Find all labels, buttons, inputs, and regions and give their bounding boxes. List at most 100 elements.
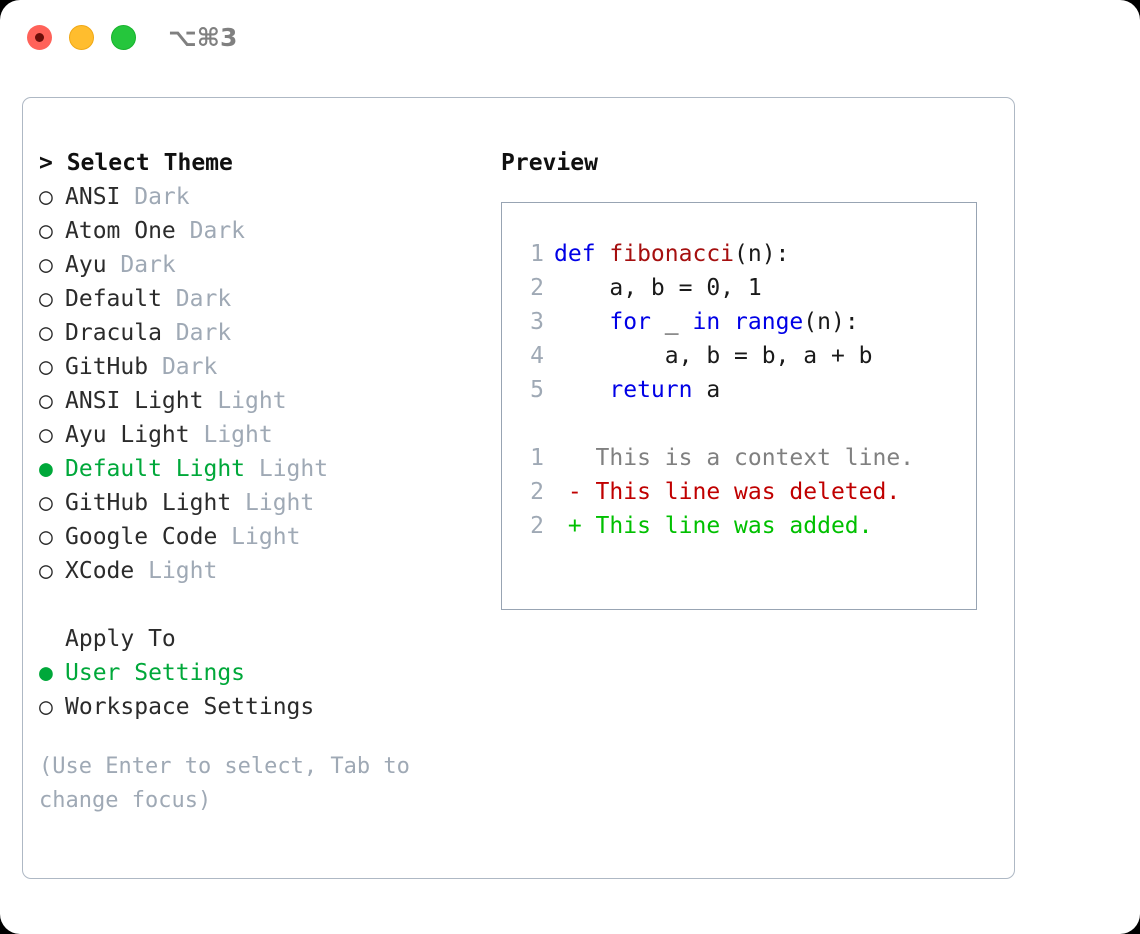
radio-unselected-icon: ○ (39, 694, 53, 720)
diff-line-text: + This line was added. (554, 513, 873, 539)
code-line-text: def fibonacci(n): (554, 237, 789, 271)
theme-option-2[interactable]: ○ Ayu Dark (39, 248, 489, 282)
code-line-3: 4 a, b = b, a + b (502, 339, 976, 373)
code-token-plain: a, b = 0, 1 (554, 275, 762, 301)
theme-option-6[interactable]: ○ ANSI Light Light (39, 384, 489, 418)
code-token-kw: range (734, 309, 804, 335)
maximize-button[interactable] (111, 25, 136, 50)
keyboard-shortcut-label: ⌥⌘3 (168, 23, 238, 52)
code-token-kw: for (609, 309, 651, 335)
code-line-text: a, b = 0, 1 (554, 271, 762, 305)
diff-line-del-1: 2 - This line was deleted. (502, 475, 976, 509)
code-token-plain: (n): (734, 241, 790, 267)
theme-option-11[interactable]: ○XCode Light (39, 554, 489, 588)
diff-line-number: 2 (530, 513, 544, 539)
theme-option-category: Dark (106, 252, 176, 278)
preview-title: Preview (501, 150, 598, 176)
theme-option-label: XCode (65, 558, 135, 584)
minimize-button[interactable] (69, 25, 94, 50)
diff-sample: 1 This is a context line.2 - This line w… (502, 441, 976, 543)
theme-option-category: Dark (175, 218, 246, 244)
main-panel: > Select Theme ○ANSI Dark○Atom One Dark○… (22, 97, 1015, 879)
apply-to-header-label: Apply To (65, 626, 176, 652)
apply-to-option-1[interactable]: ○ Workspace Settings (39, 690, 489, 724)
code-token-plain: a (692, 377, 721, 403)
window-controls (27, 25, 136, 50)
theme-option-label: GitHub Light (65, 490, 232, 516)
code-line-number: 3 (530, 309, 544, 335)
diff-line-ctx-0: 1 This is a context line. (502, 441, 976, 475)
theme-option-category: Light (203, 388, 287, 414)
radio-unselected-icon: ○ (39, 354, 53, 380)
apply-to-header: Apply To (39, 622, 489, 656)
theme-picker-column: > Select Theme ○ANSI Dark○Atom One Dark○… (39, 146, 489, 818)
theme-option-0[interactable]: ○ANSI Dark (39, 180, 489, 214)
close-button[interactable] (27, 25, 52, 50)
code-token-plain: _ (650, 309, 693, 335)
apply-to-indent (39, 622, 65, 656)
radio-selected-icon: ● (39, 456, 53, 482)
list-spacer (39, 588, 489, 622)
code-line-text: a, b = b, a + b (554, 339, 873, 373)
radio-unselected-icon: ○ (39, 252, 53, 278)
apply-to-option-0[interactable]: ●User Settings (39, 656, 489, 690)
code-line-1: 2 a, b = 0, 1 (502, 271, 976, 305)
code-line-number: 1 (530, 241, 544, 267)
theme-option-category: Light (245, 456, 329, 482)
theme-option-category: Dark (161, 320, 232, 346)
diff-line-add-2: 2 + This line was added. (502, 509, 976, 543)
radio-unselected-icon: ○ (39, 388, 53, 414)
panel-columns: > Select Theme ○ANSI Dark○Atom One Dark○… (23, 98, 1014, 878)
diff-line-text: This is a context line. (554, 445, 915, 471)
diff-line-number: 1 (530, 445, 544, 471)
theme-option-category: Dark (148, 354, 218, 380)
radio-unselected-icon: ○ (39, 490, 53, 516)
theme-option-category: Light (231, 490, 315, 516)
theme-option-3[interactable]: ○Default Dark (39, 282, 489, 316)
radio-unselected-icon: ○ (39, 422, 53, 448)
theme-option-9[interactable]: ○ GitHub Light Light (39, 486, 489, 520)
code-line-4: 5 return a (502, 373, 976, 407)
radio-unselected-icon: ○ (39, 218, 53, 244)
title-bar: ⌥⌘3 (0, 0, 1140, 78)
code-line-text: return a (554, 373, 720, 407)
theme-option-label: Atom One (65, 218, 176, 244)
code-line-number: 2 (530, 275, 544, 301)
theme-option-label: Dracula (65, 320, 162, 346)
radio-unselected-icon: ○ (39, 524, 53, 550)
code-line-number: 5 (530, 377, 544, 403)
theme-option-label: Default Light (65, 456, 246, 482)
theme-list: ○ANSI Dark○Atom One Dark○Ayu Dark○Defaul… (39, 180, 489, 588)
theme-option-7[interactable]: ○ Ayu Light Light (39, 418, 489, 452)
theme-option-category: Dark (120, 184, 190, 210)
apply-to-option-label: Workspace Settings (65, 694, 315, 720)
theme-option-10[interactable]: ○Google Code Light (39, 520, 489, 554)
theme-option-category: Light (134, 558, 218, 584)
apply-to-option-label: User Settings (65, 660, 246, 686)
apply-to-list: ●User Settings ○ Workspace Settings (39, 656, 489, 724)
code-diff-separator (502, 407, 976, 441)
theme-option-label: Default (65, 286, 162, 312)
code-token-plain (554, 309, 609, 335)
code-token-kw: def (554, 241, 610, 267)
theme-option-category: Light (217, 524, 301, 550)
diff-line-number: 2 (530, 479, 544, 505)
code-token-plain: (n): (803, 309, 859, 335)
theme-option-category: Light (189, 422, 273, 448)
theme-option-8[interactable]: ● Default Light Light (39, 452, 489, 486)
code-line-number: 4 (530, 343, 544, 369)
theme-option-label: Ayu (65, 252, 107, 278)
code-token-kw: in (692, 309, 721, 335)
theme-option-label: ANSI Light (65, 388, 204, 414)
theme-option-label: ANSI (65, 184, 121, 210)
theme-option-category: Dark (161, 286, 232, 312)
theme-option-label: Ayu Light (65, 422, 190, 448)
code-line-2: 3 for _ in range(n): (502, 305, 976, 339)
theme-option-1[interactable]: ○ Atom One Dark (39, 214, 489, 248)
theme-option-4[interactable]: ○Dracula Dark (39, 316, 489, 350)
theme-option-5[interactable]: ○GitHub Dark (39, 350, 489, 384)
